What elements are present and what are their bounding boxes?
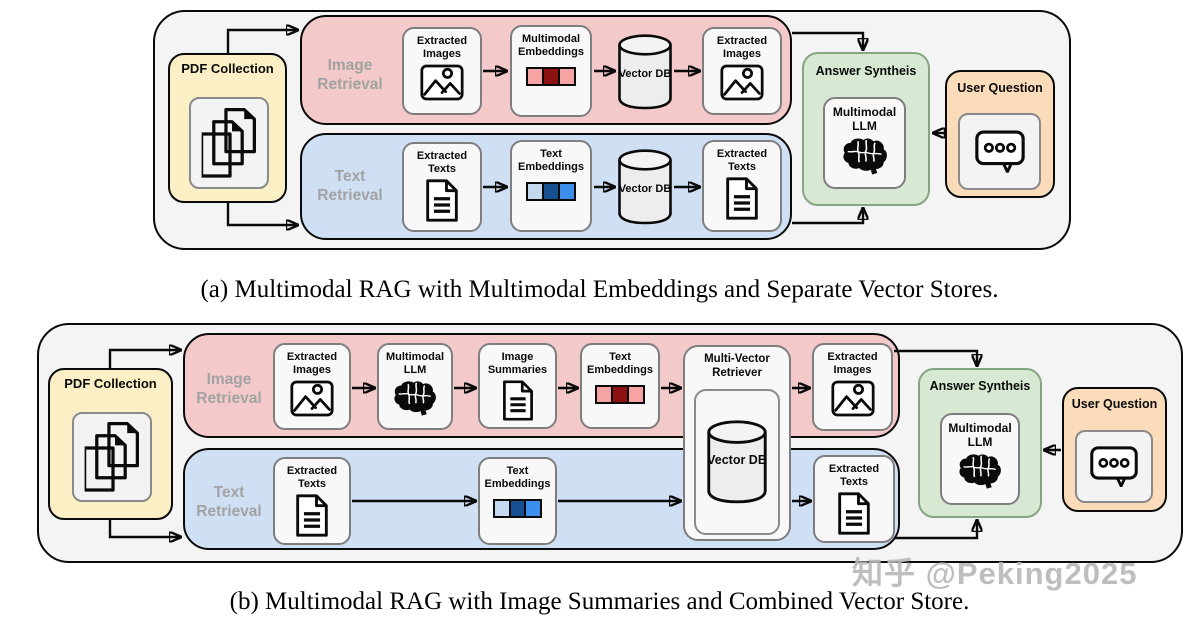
extracted-texts-out-label-b: Extracted Texts [828,463,880,489]
image-embedding-squares-icon [526,67,576,87]
extracted-texts-out-label-a: Extracted Texts [716,148,768,174]
image-summaries-label-b: Image Summaries [487,351,548,377]
image-embedding-squares-icon [595,385,645,405]
user-question-label-b: User Question [1071,397,1158,411]
multimodal-llm-node-a: Multimodal LLM [823,97,906,189]
image-icon [290,380,334,417]
pdf-collection-label: PDF Collection [181,61,274,76]
text-embeddings-image-node-b: Text Embeddings [580,343,660,429]
vector-db-label-b: Vector DB [707,453,767,467]
document-stack-icon [201,108,257,178]
extracted-images-out-node-b: Extracted Images [812,343,893,431]
extracted-images-out-node-a: Extracted Images [702,27,782,115]
text-embeddings-label-a: Text Embeddings [517,148,584,174]
pdf-collection-icon-frame-b [72,412,152,502]
vector-db-text-a: Vector DB [617,149,673,225]
user-question-icon-frame-a [958,113,1041,190]
multimodal-embeddings-node-a: Multimodal Embeddings [510,25,592,117]
text-embedding-squares-icon [526,182,576,202]
pdf-collection-label-b: PDF Collection [64,376,157,391]
image-icon [720,64,764,101]
extracted-images-in-label-b: Extracted Images [286,351,338,377]
image-icon [831,380,875,417]
text-embedding-squares-icon [492,499,543,519]
extracted-texts-out-node-a: Extracted Texts [702,140,782,232]
multi-vector-retriever-inner-frame-b: Vector DB [694,389,780,535]
text-document-icon [501,380,535,421]
brain-icon [842,137,888,176]
extracted-texts-in-label-b: Extracted Texts [286,465,338,491]
vector-db-text-label-a: Vector DB [618,183,672,195]
multimodal-llm-label-a: Multimodal LLM [832,105,897,134]
answer-synthesis-label-b: Answer Syntheis [929,379,1031,393]
text-embeddings-image-label-b: Text Embeddings [586,351,653,377]
extracted-texts-in-node-a: Extracted Texts [402,142,482,232]
image-retrieval-label-b: Image Retrieval [196,371,262,408]
brain-icon [393,380,437,417]
multimodal-llm-label-b: Multimodal LLM [948,421,1012,450]
text-retrieval-label-b: Text Retrieval [196,484,262,521]
document-stack-icon [84,422,140,492]
user-question-label-a: User Question [957,81,1043,95]
brain-icon [958,453,1002,490]
text-retrieval-label-a: Text Retrieval [317,168,383,205]
image-retrieval-label-a: Image Retrieval [317,57,383,94]
caption-a: (a) Multimodal RAG with Multimodal Embed… [200,276,999,303]
multi-vector-retriever-label-b: Multi-Vector Retriever [704,353,770,379]
extracted-images-out-label-b: Extracted Images [827,351,878,377]
multimodal-embeddings-label-a: Multimodal Embeddings [517,33,584,59]
extracted-texts-out-node-b: Extracted Texts [813,455,895,543]
text-document-icon [836,492,872,535]
chat-bubble-icon [1090,446,1138,487]
extracted-images-in-node-b: Extracted Images [273,343,351,430]
extracted-images-in-node-a: Extracted Images [402,27,482,115]
extracted-images-in-label-a: Extracted Images [416,35,468,61]
vector-db-image-a: Vector DB [617,34,673,110]
text-document-icon [724,177,760,220]
watermark: 知乎 @Peking2025 [852,556,1138,591]
user-question-icon-frame-b [1075,430,1153,503]
chat-bubble-icon [975,130,1025,173]
pdf-collection-icon-frame-a [189,97,269,189]
caption-b: (b) Multimodal RAG with Image Summaries … [229,588,970,615]
multimodal-llm-row-label-b: Multimodal LLM [385,351,445,377]
answer-synthesis-label-a: Answer Syntheis [815,64,917,78]
image-summaries-node-b: Image Summaries [478,343,557,429]
text-embeddings-text-node-b: Text Embeddings [478,457,557,545]
extracted-texts-in-node-b: Extracted Texts [273,457,351,545]
text-embeddings-node-a: Text Embeddings [510,140,592,232]
multimodal-llm-node-b-row: Multimodal LLM [377,343,453,430]
text-document-icon [294,494,330,537]
vector-db-image-label-a: Vector DB [618,68,672,80]
extracted-texts-in-label-a: Extracted Texts [416,150,468,176]
image-icon [420,64,464,101]
text-document-icon [424,179,460,222]
extracted-images-out-label-a: Extracted Images [716,35,768,61]
text-embeddings-text-label-b: Text Embeddings [484,465,551,491]
multimodal-llm-node-b: Multimodal LLM [940,413,1020,505]
